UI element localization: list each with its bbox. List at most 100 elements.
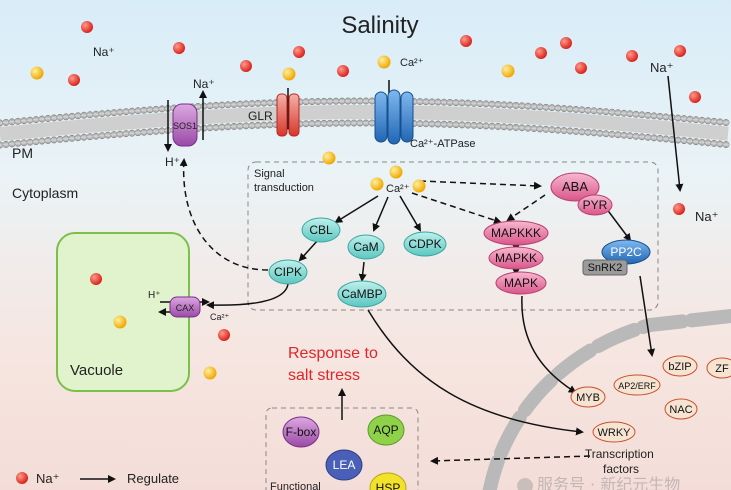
lipid-head bbox=[704, 139, 712, 147]
lipid-head bbox=[140, 128, 148, 136]
lea-gene-text: LEA bbox=[333, 458, 356, 472]
lipid-head bbox=[344, 119, 352, 127]
lipid-head bbox=[314, 98, 322, 105]
sos1-na-label: Na⁺ bbox=[193, 77, 215, 91]
lipid-head bbox=[32, 116, 40, 124]
lipid-head bbox=[470, 99, 478, 107]
aqp-gene: AQP bbox=[367, 414, 405, 446]
lipid-head bbox=[134, 107, 142, 115]
lipid-head bbox=[2, 118, 10, 126]
lipid-head bbox=[56, 113, 64, 121]
aba-to-mapkkk-arrow bbox=[506, 194, 546, 222]
lipid-head bbox=[578, 128, 586, 136]
mapk-node-text: MAPK bbox=[504, 276, 538, 290]
lipid-head bbox=[488, 100, 496, 108]
lipid-head bbox=[308, 120, 316, 128]
lipid-head bbox=[8, 118, 16, 126]
lipid-head bbox=[236, 122, 244, 130]
lipid-head bbox=[44, 115, 52, 122]
mapkk-node: MAPKK bbox=[488, 246, 544, 270]
pm-label: PM bbox=[12, 145, 33, 161]
lipid-head bbox=[704, 117, 712, 125]
lipid-head bbox=[152, 127, 160, 135]
lipid-head bbox=[308, 98, 316, 106]
wrky-tf: WRKY bbox=[592, 421, 636, 443]
ca-ion-icon bbox=[412, 179, 426, 193]
na-ion-icon bbox=[460, 35, 472, 47]
cax-ca-label: Ca²⁺ bbox=[210, 312, 230, 322]
lipid-head bbox=[530, 103, 538, 110]
na-ion-icon bbox=[626, 50, 638, 62]
lipid-head bbox=[110, 131, 118, 139]
lipid-head bbox=[92, 132, 100, 140]
cambp-node: CaMBP bbox=[337, 280, 387, 308]
lipid-head bbox=[608, 130, 616, 138]
aqp-gene-text: AQP bbox=[373, 423, 398, 437]
lipid-head bbox=[368, 119, 376, 127]
lipid-head bbox=[20, 117, 28, 125]
legend-regulate-label: Regulate bbox=[127, 471, 179, 486]
lipid-head bbox=[26, 116, 34, 124]
lipid-head bbox=[506, 101, 514, 109]
lipid-head bbox=[62, 113, 70, 121]
lipid-head bbox=[320, 119, 328, 127]
snrk2-node-text: SnRK2 bbox=[588, 262, 623, 274]
lipid-head bbox=[44, 137, 52, 144]
lipid-head bbox=[254, 121, 262, 129]
signaling-nodes: CBLCIPKCaMCaMBPCDPKABAPYRMAPKKKMAPKKMAPK… bbox=[268, 172, 731, 490]
watermark-logo-icon bbox=[517, 478, 533, 490]
ca-atpase-pump: Ca²⁺-ATPase bbox=[374, 89, 476, 150]
ca-ion-icon bbox=[322, 151, 336, 165]
cytoplasm-label: Cytoplasm bbox=[12, 185, 78, 201]
mapkk-node-text: MAPKK bbox=[495, 251, 537, 265]
ca-ion-icon bbox=[30, 66, 44, 80]
ca-ion-icon bbox=[501, 64, 515, 78]
ap2-erf-tf-text: AP2/ERF bbox=[618, 381, 656, 391]
lipid-head bbox=[242, 122, 250, 130]
ca-to-mapkkk-arrow bbox=[411, 192, 502, 224]
na-ion-icon bbox=[240, 60, 252, 72]
lipid-head bbox=[458, 99, 466, 107]
lipid-head bbox=[560, 127, 568, 134]
ca-ion-icon bbox=[377, 55, 391, 69]
lipid-head bbox=[302, 120, 310, 128]
lipid-head bbox=[476, 100, 484, 108]
lipid-head bbox=[104, 109, 112, 117]
lipid-head bbox=[488, 122, 496, 130]
lipid-head bbox=[626, 110, 634, 118]
lipid-head bbox=[332, 119, 340, 127]
na-right-label: Na⁺ bbox=[650, 60, 673, 75]
cax-label: CAX bbox=[176, 303, 195, 313]
ca-ion-icon bbox=[389, 165, 403, 179]
lipid-head bbox=[554, 104, 562, 112]
na-ion-icon bbox=[293, 46, 305, 58]
lipid-head bbox=[464, 99, 472, 107]
lipid-head bbox=[590, 107, 598, 115]
zf-tf-text: ZF bbox=[715, 363, 729, 375]
lipid-head bbox=[632, 132, 640, 140]
myb-tf-text: MYB bbox=[576, 392, 600, 404]
na-ion-icon bbox=[560, 37, 572, 49]
cam-node: CaM bbox=[347, 234, 385, 260]
lipid-head bbox=[38, 137, 46, 145]
tf-to-functional-arrow bbox=[430, 455, 591, 465]
lipid-head bbox=[104, 131, 112, 139]
lipid-head bbox=[206, 124, 214, 132]
lipid-head bbox=[62, 135, 70, 143]
ca-label: Ca²⁺ bbox=[400, 57, 424, 69]
lipid-head bbox=[692, 116, 700, 124]
lipid-head bbox=[14, 117, 22, 125]
cdpk-node: CDPK bbox=[403, 231, 447, 257]
zf-tf: ZF bbox=[706, 357, 731, 379]
snrk2-node: SnRK2 bbox=[582, 259, 628, 276]
cipk-to-cax-arrow bbox=[206, 283, 289, 310]
lipid-head bbox=[458, 121, 466, 129]
pyr-node: PYR bbox=[577, 194, 613, 216]
lipid-head bbox=[638, 133, 646, 141]
lipid-head bbox=[710, 139, 718, 147]
lipid-head bbox=[434, 98, 442, 106]
cax-h-label: H⁺ bbox=[148, 290, 161, 301]
fbox-gene: F-box bbox=[282, 416, 320, 448]
lipid-head bbox=[674, 136, 682, 144]
lipid-head bbox=[212, 101, 220, 109]
